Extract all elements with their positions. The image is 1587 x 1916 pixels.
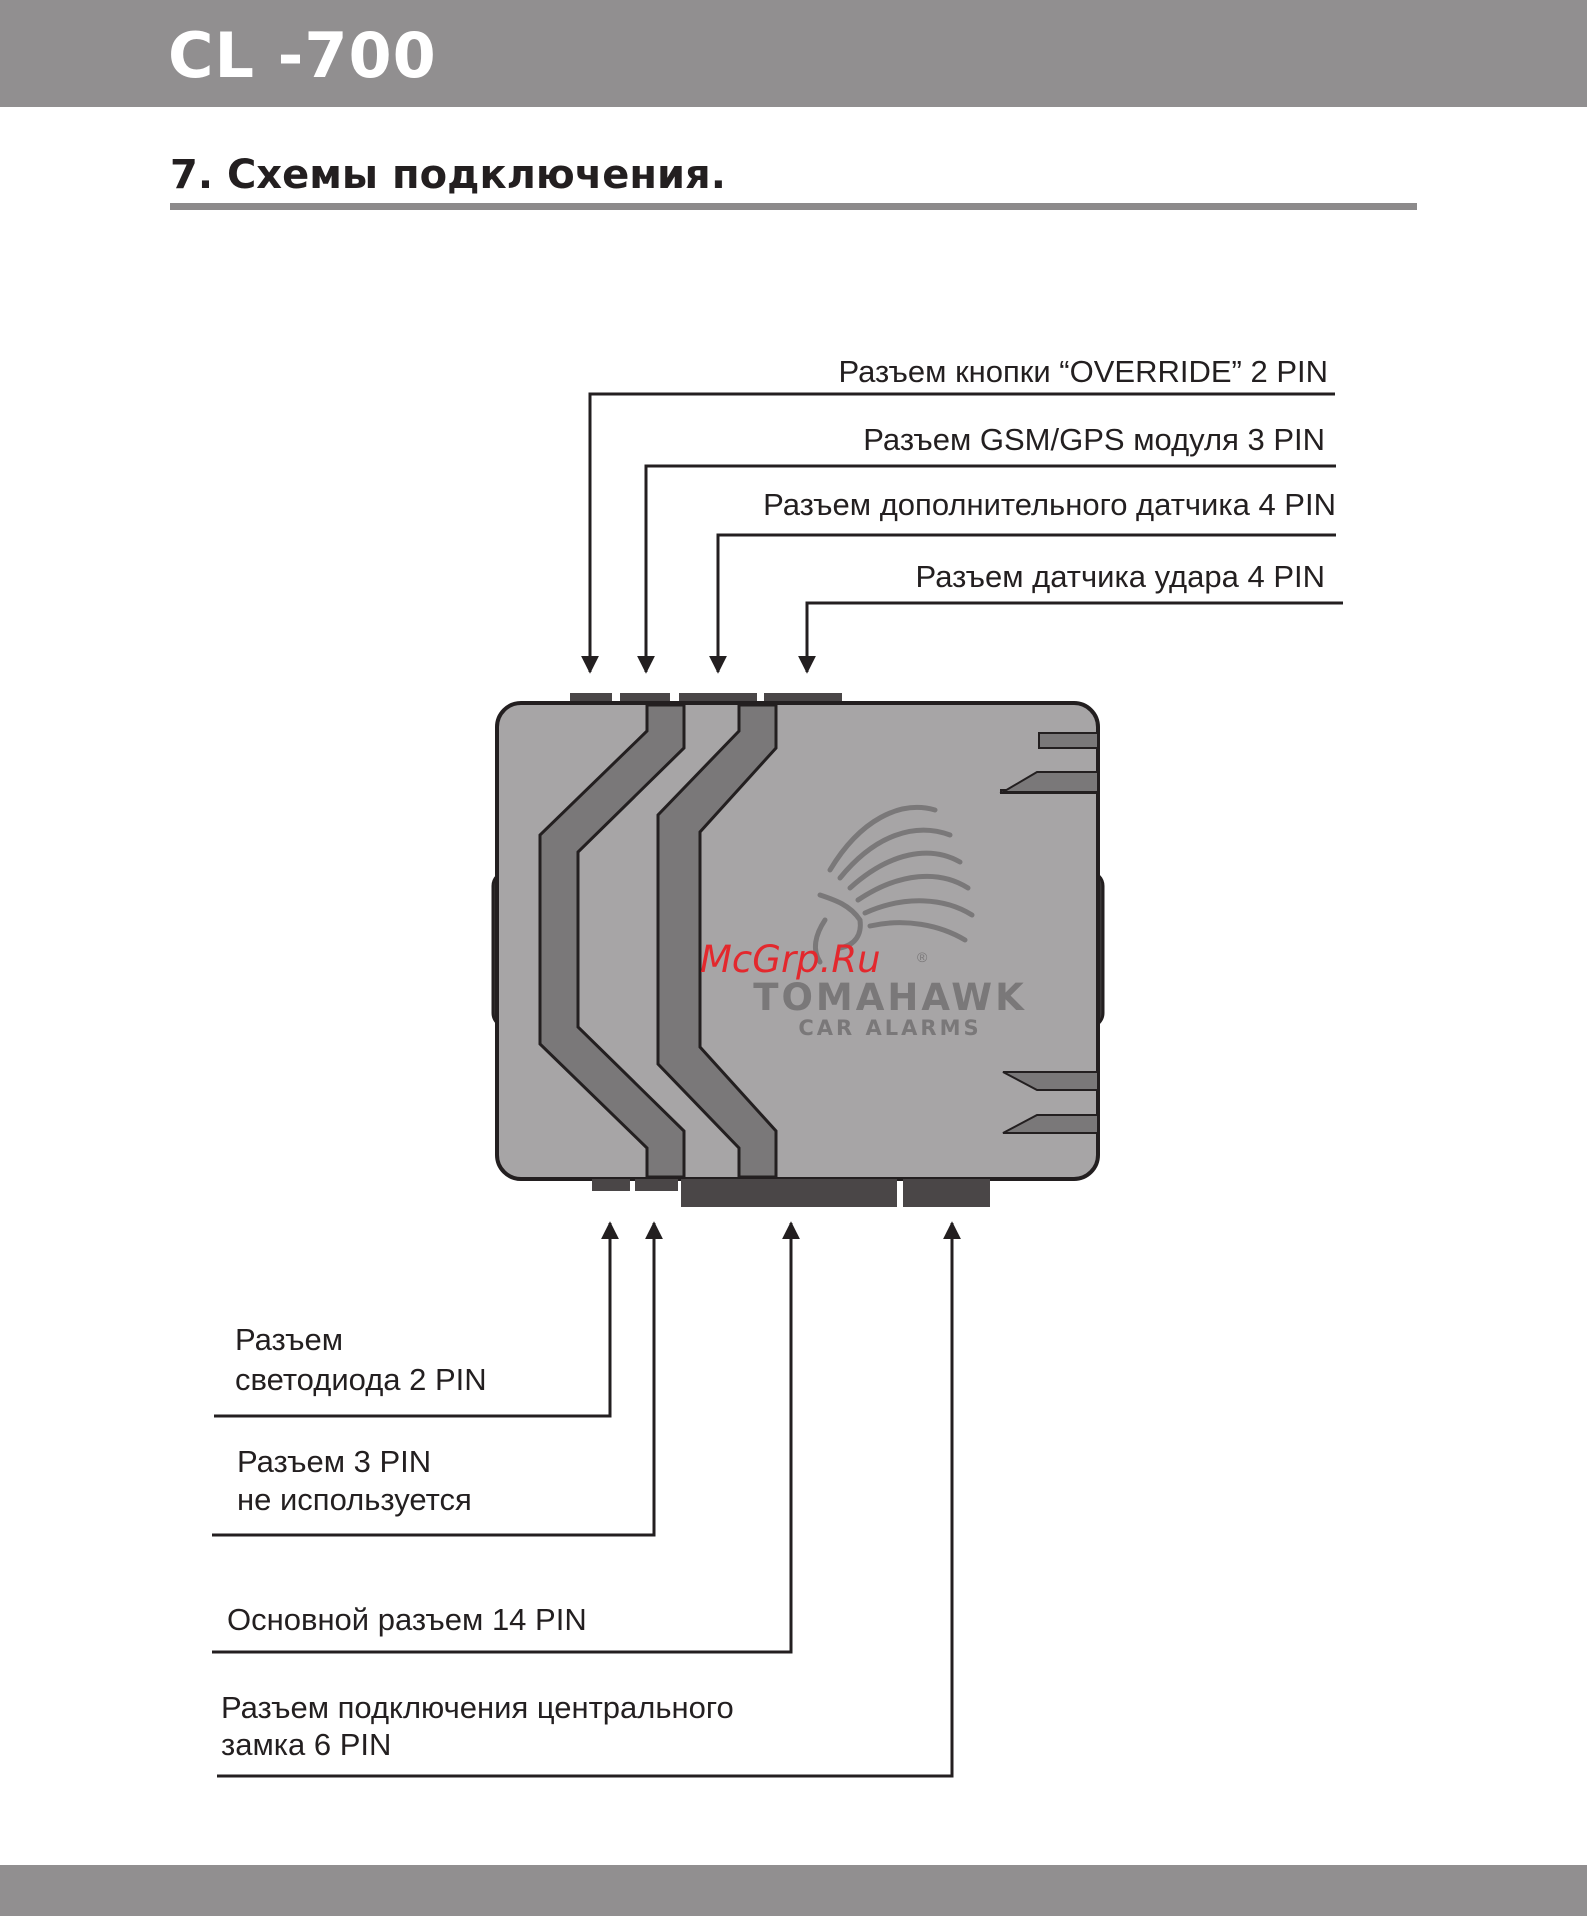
alarm-unit: ® TOMAHAWK CAR ALARMS McGrp.Ru — [491, 693, 1105, 1207]
model-title: CL -700 — [168, 19, 437, 92]
body-stripe-right — [656, 703, 778, 1179]
watermark: McGrp.Ru — [700, 938, 881, 981]
connector-central-lock — [903, 1179, 990, 1207]
connector-led — [592, 1179, 630, 1191]
label-gsm: Разъем GSM/GPS модуля 3 PIN — [863, 422, 1325, 457]
label-main-14pin: Основной разъем 14 PIN — [227, 1602, 587, 1637]
section-heading: 7. Схемы подключения. — [170, 152, 726, 198]
label-main-line1: Основной разъем 14 PIN — [227, 1602, 587, 1637]
label-central-lock: Разъем подключения центрального замка 6 … — [221, 1690, 742, 1762]
label-led-line2: светодиода 2 PIN — [235, 1362, 487, 1397]
vent-marks — [999, 732, 1099, 1134]
top-connector-leaders — [581, 392, 1343, 674]
leader-central-lock — [217, 1221, 961, 1778]
connector-main-14pin — [681, 1179, 897, 1207]
leader-gsm — [637, 464, 1336, 674]
label-override: Разъем кнопки “OVERRIDE” 2 PIN — [838, 354, 1328, 389]
label-unused-3pin: Разъем 3 PIN не используется — [237, 1444, 472, 1517]
label-lock-line2: замка 6 PIN — [221, 1727, 391, 1762]
leader-override — [581, 392, 1335, 674]
leader-led — [214, 1221, 619, 1418]
section-rule — [170, 203, 1417, 210]
header-bar — [0, 0, 1587, 107]
brand-name: TOMAHAWK — [753, 976, 1027, 1019]
leader-shock-sensor — [798, 601, 1343, 674]
label-shock-sensor: Разъем датчика удара 4 PIN — [916, 559, 1325, 594]
leader-main-14pin — [212, 1221, 800, 1654]
body-stripe-left — [538, 703, 686, 1179]
label-extra-sensor: Разъем дополнительного датчика 4 PIN — [763, 487, 1336, 522]
label-unused-line2: не используется — [237, 1482, 472, 1517]
connector-unused-3pin — [635, 1179, 678, 1191]
registered-mark: ® — [917, 949, 928, 965]
label-led: Разъем светодиода 2 PIN — [235, 1322, 487, 1397]
tomahawk-logo-icon — [812, 805, 975, 965]
label-unused-line1: Разъем 3 PIN — [237, 1444, 431, 1479]
bottom-connector-leaders — [212, 1221, 961, 1778]
leader-unused-3pin — [212, 1221, 663, 1537]
leader-extra-sensor — [709, 533, 1336, 674]
brand-subtitle: CAR ALARMS — [798, 1016, 981, 1040]
label-led-line1: Разъем — [235, 1322, 343, 1357]
footer-bar — [0, 1865, 1587, 1916]
label-lock-line1: Разъем подключения центрального — [221, 1690, 734, 1725]
